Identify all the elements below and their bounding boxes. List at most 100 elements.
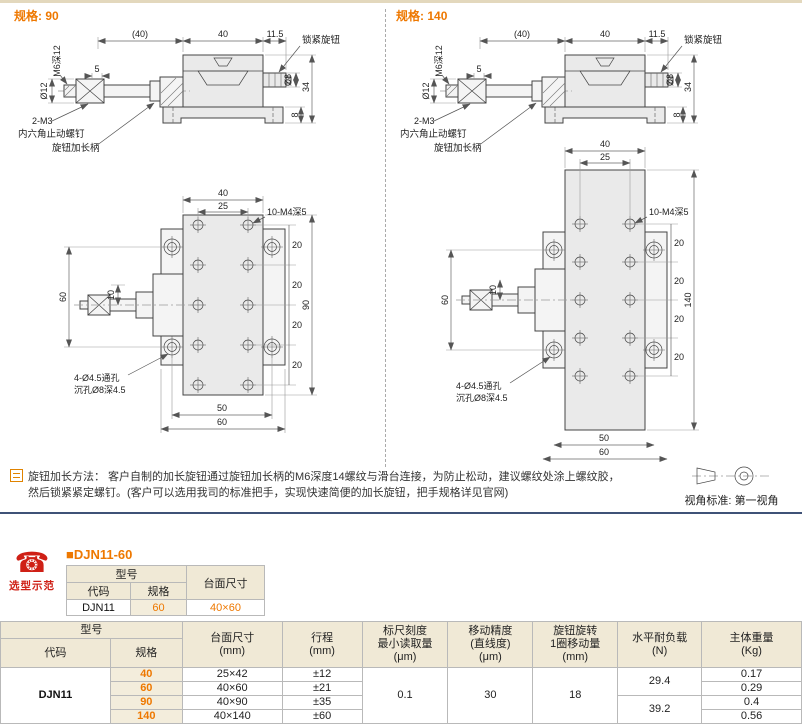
dim-hole-gap: 20	[674, 276, 684, 286]
lock-knob-label: 锁紧旋钮	[302, 34, 341, 46]
dim-table-length: 90	[301, 300, 311, 310]
dim-body-width: 40	[600, 29, 610, 39]
dim-shaft-offset: 10	[488, 285, 498, 295]
selection-example-section: ☎ 选型示范 ■DJN11-60 型号 台面尺寸 代码 规格 DJN11 60 …	[8, 546, 265, 616]
side-view-dimensions: (40) 40 11.5 锁紧旋钮 M6深12 5 Ø12 Ø8 34	[18, 29, 341, 154]
dim-hole-gap: 20	[292, 240, 302, 250]
dim-table-width: 40	[218, 188, 228, 198]
cell-travel: ±12	[281, 667, 363, 682]
dia-shaft-label: Ø12	[421, 82, 431, 99]
dim-assembly-length: (40)	[132, 29, 148, 39]
cell-accuracy: 30	[447, 667, 534, 724]
cell-scale: 0.1	[361, 667, 449, 724]
selection-content: ■DJN11-60 型号 台面尺寸 代码 规格 DJN11 60 40×60	[66, 548, 265, 616]
section-divider	[0, 512, 802, 514]
cell-load: 29.4	[617, 667, 703, 696]
dim-table-length: 140	[683, 292, 693, 307]
set-screw-qty: 2-M3	[414, 116, 435, 126]
mount-hole-note-1: 4-Ø4.5通孔	[74, 373, 120, 383]
header-spec: 规格	[109, 638, 183, 668]
spec-panel-140: 规格: 140	[385, 9, 802, 467]
cell-weight: 0.29	[701, 681, 802, 696]
sel-header-spec: 规格	[130, 582, 187, 600]
header-weight: 主体重量 (Kg)	[701, 621, 802, 668]
sel-size-value: 40×60	[186, 599, 265, 616]
mount-hole-note-2: 沉孔Ø8深4.5	[456, 393, 508, 403]
cell-weight: 0.56	[701, 709, 802, 724]
spec-label: 规格:	[14, 9, 42, 23]
dim-hole-gap: 20	[292, 320, 302, 330]
side-view: (40) 40 11.5 锁紧旋钮 M6深12 5 Ø12 Ø8 34	[400, 29, 723, 154]
mount-hole-note-2: 沉孔Ø8深4.5	[74, 385, 126, 395]
dia-shaft-label: Ø12	[39, 82, 49, 99]
cell-load: 39.2	[617, 695, 703, 724]
cell-code: DJN11	[0, 667, 111, 724]
header-table-size: 台面尺寸 (mm)	[181, 621, 283, 668]
extension-note: 旋钮加长方法： 客户自制的加长旋钮通过旋钮加长柄的M6深度14螺纹与滑台连接，为…	[10, 469, 682, 501]
dim-collar: 5	[94, 64, 99, 74]
top-view: 40 25 10-M4深5 20 20 20 20 90 60 10	[58, 188, 317, 433]
set-screw-label: 内六角止动螺钉	[400, 128, 467, 140]
selection-title: ■DJN11-60	[66, 547, 133, 562]
table-row: DJN11 60 40×60	[66, 599, 265, 616]
cell-size: 40×60	[181, 681, 283, 696]
dim-knob-length: 11.5	[267, 29, 284, 39]
drawing-spec-140: (40) 40 11.5 锁紧旋钮 M6深12 5 Ø12 Ø8 34	[400, 29, 723, 462]
header-scale: 标尺刻度 最小读取量 (μm)	[361, 621, 449, 668]
dim-knob-length: 11.5	[649, 29, 666, 39]
handle-label: 旋钮加长柄	[434, 142, 482, 154]
cell-travel: ±60	[281, 709, 363, 724]
dim-height: 34	[683, 82, 693, 92]
dim-body-width: 40	[218, 29, 228, 39]
dim-height: 34	[301, 82, 311, 92]
top-view: 40 25 10-M4深5 20 20 20 20 140 60 10	[440, 139, 699, 462]
holes-label: 10-M4深5	[267, 207, 307, 217]
header-load: 水平耐负载 (N)	[617, 621, 703, 668]
dim-base-height: 8	[290, 112, 300, 117]
knob-shaft-assembly	[58, 76, 190, 108]
sel-header-model: 型号	[66, 565, 187, 583]
dim-mount-span: 50	[217, 403, 227, 413]
selection-badge: ☎ 选型示范	[8, 548, 56, 593]
dim-ear-span: 60	[440, 295, 450, 305]
cell-size: 25×42	[181, 667, 283, 682]
top-view-dimensions: 40 25 10-M4深5 20 20 20 20 90 60 10	[58, 188, 317, 433]
cell-size: 40×90	[181, 695, 283, 710]
top-view-dimensions: 40 25 10-M4深5 20 20 20 20 140 60 10	[440, 139, 699, 462]
view-standard-label: 视角标准:	[684, 495, 732, 507]
dim-hole-gap: 20	[674, 238, 684, 248]
cell-spec: 90	[109, 695, 183, 710]
sel-code-value: DJN11	[66, 599, 131, 616]
set-screw-label: 内六角止动螺钉	[18, 128, 85, 140]
table-row: 90 40×90 ±35 39.2 0.4	[1, 695, 802, 724]
dim-hole-gap: 20	[674, 352, 684, 362]
note-icon	[10, 469, 23, 482]
sel-spec-value: 60	[130, 599, 187, 616]
dim-table-width: 40	[600, 139, 610, 149]
spec-table: 型号 台面尺寸 (mm) 行程 (mm) 标尺刻度 最小读取量 (μm) 移动精…	[0, 621, 802, 724]
mount-hole-note-1: 4-Ø4.5通孔	[456, 381, 502, 391]
cell-travel: ±35	[281, 695, 363, 710]
cell-spec: 40	[109, 667, 183, 682]
knob-shaft-top	[74, 273, 190, 337]
dim-shaft-offset: 10	[106, 290, 116, 300]
panel-title-90: 规格: 90	[8, 9, 385, 23]
thread-label: M6深12	[52, 45, 62, 77]
handle-label: 旋钮加长柄	[52, 142, 100, 154]
dim-hole-cols: 25	[218, 201, 228, 211]
side-view: (40) 40 11.5 锁紧旋钮 M6深12 5 Ø12 Ø8 34	[18, 29, 341, 154]
stage-body-section	[544, 54, 674, 124]
cell-knob-travel: 18	[532, 667, 619, 724]
lock-knob-label: 锁紧旋钮	[684, 34, 723, 46]
header-code: 代码	[0, 638, 111, 668]
dim-hole-gap: 20	[292, 360, 302, 370]
set-screw-qty: 2-M3	[32, 116, 53, 126]
note-line2: 然后锁紧紧定螺钉。(客户可以选用我司的标准把手，实现快速简便的加长旋钮，把手规格…	[28, 487, 509, 499]
dim-mount-span: 50	[599, 433, 609, 443]
view-standard-value: 第一视角	[734, 495, 779, 507]
spec-panel-90: 规格: 90	[8, 9, 385, 467]
phone-icon: ☎	[14, 547, 50, 578]
view-standard-text: 视角标准: 第一视角	[669, 492, 794, 508]
cell-weight: 0.4	[701, 695, 802, 710]
spec-value: 90	[45, 9, 59, 23]
